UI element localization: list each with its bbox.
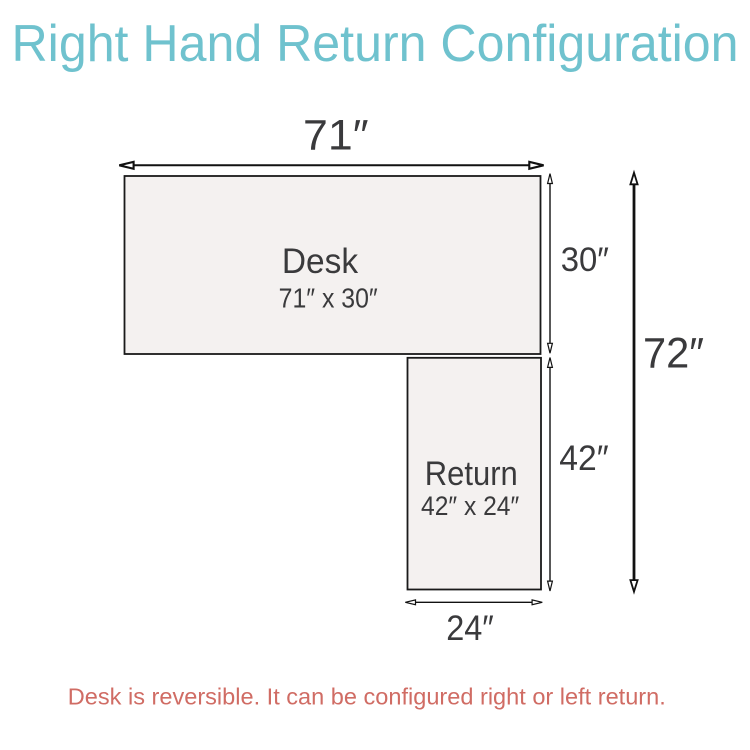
svg-text:Desk is reversible. It can be: Desk is reversible. It can be configured…	[68, 683, 666, 709]
svg-text:Desk: Desk	[282, 242, 359, 281]
svg-text:24″: 24″	[446, 609, 494, 648]
svg-text:30″: 30″	[561, 241, 609, 279]
svg-text:42″: 42″	[559, 439, 608, 478]
svg-text:71″: 71″	[303, 112, 369, 160]
svg-text:Return: Return	[425, 455, 518, 493]
svg-text:71″ x 30″: 71″ x 30″	[279, 282, 378, 313]
svg-text:42″ x 24″: 42″ x 24″	[421, 491, 520, 521]
svg-text:Right Hand Return Configuratio: Right Hand Return Configuration	[12, 15, 739, 73]
svg-text:72″: 72″	[643, 330, 704, 378]
